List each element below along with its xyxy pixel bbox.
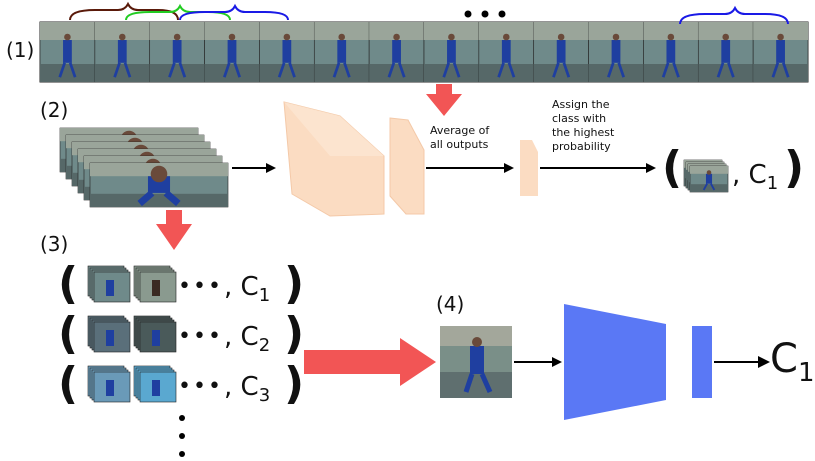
note-average: Average of all outputs — [430, 124, 490, 151]
row1-class: , C1 — [224, 272, 271, 307]
row2-class: , C2 — [224, 322, 271, 357]
stacked-clips — [59, 127, 229, 208]
final-class-letter: C — [770, 336, 798, 382]
arrow-to-network — [232, 163, 276, 173]
strip-frame — [39, 21, 96, 83]
down-arrow-2 — [156, 210, 192, 250]
step-label-1: (1) — [6, 38, 35, 62]
strip-frame — [643, 21, 699, 83]
single-clip — [440, 326, 512, 398]
2d-cnn-output-layer — [692, 326, 712, 398]
row3-ellipsis: ••• — [178, 374, 223, 399]
window-bracket-1 — [69, 1, 179, 21]
clip-row-3 — [87, 365, 177, 403]
right-arrow-big — [304, 338, 436, 386]
row2-class-sub: 2 — [258, 335, 271, 357]
arrow-to-averaging — [426, 163, 514, 173]
class-letter: C — [748, 160, 767, 190]
strip-frame — [478, 21, 535, 83]
stack-frame — [89, 162, 229, 208]
strip-frame — [204, 21, 260, 83]
strip-frame — [259, 21, 315, 83]
open-paren-result: ( — [662, 142, 683, 193]
result-thumb-frame — [689, 165, 729, 193]
result-class-label: , C1 — [732, 160, 779, 195]
row2-class-letter: C — [240, 322, 259, 352]
strip-frame — [94, 21, 151, 83]
final-class-sub: 1 — [797, 358, 815, 388]
row2-open-paren: ( — [58, 308, 79, 359]
final-class-label: C1 — [770, 336, 814, 388]
clip-row-2 — [87, 315, 177, 353]
row3-class-sub: 3 — [258, 385, 271, 407]
3d-cnn-network — [283, 101, 425, 217]
strip-frame — [588, 21, 644, 83]
row2-ellipsis: ••• — [178, 324, 223, 349]
row3-open-paren: ( — [58, 358, 79, 409]
row1-class-letter: C — [240, 272, 259, 302]
arrow-to-final-class — [714, 356, 770, 368]
down-arrow-1 — [426, 84, 462, 116]
2d-cnn-network — [564, 304, 666, 420]
strip-frame — [423, 21, 480, 83]
ellipsis-dots — [464, 10, 506, 18]
row-thumb — [93, 321, 131, 353]
output-layer — [520, 140, 538, 196]
arrow-to-2d-cnn — [514, 357, 562, 367]
row1-close-paren: ) — [284, 258, 305, 309]
row-thumb — [139, 321, 177, 353]
note-assign: Assign the class with the highest probab… — [552, 98, 615, 153]
row-thumb — [93, 271, 131, 303]
arrow-to-label — [540, 163, 656, 173]
strip-frame — [368, 21, 425, 83]
strip-frame — [313, 21, 370, 83]
video-frame-strip — [39, 21, 809, 83]
row1-class-sub: 1 — [258, 285, 271, 307]
row-thumb — [139, 371, 177, 403]
row1-ellipsis: ••• — [178, 274, 223, 299]
row1-open-paren: ( — [58, 258, 79, 309]
step-label-3: (3) — [40, 232, 69, 256]
row3-close-paren: ) — [284, 358, 305, 409]
clip-row-1 — [87, 265, 177, 303]
strip-frame — [533, 21, 589, 83]
step-label-4: (4) — [436, 292, 465, 316]
row2-close-paren: ) — [284, 308, 305, 359]
row3-class: , C3 — [224, 372, 271, 407]
vertical-ellipsis — [179, 415, 185, 457]
class-subscript: 1 — [766, 173, 779, 195]
row-thumb — [93, 371, 131, 403]
step-label-2: (2) — [40, 98, 69, 122]
strip-frame — [752, 21, 809, 83]
row-thumb — [139, 271, 177, 303]
row3-class-letter: C — [240, 372, 259, 402]
window-bracket-3 — [179, 3, 289, 21]
window-bracket-last — [679, 5, 789, 25]
strip-frame — [149, 21, 205, 83]
classified-clip-thumb — [683, 159, 729, 193]
close-paren-result: ) — [784, 142, 805, 193]
strip-frame — [697, 21, 754, 83]
